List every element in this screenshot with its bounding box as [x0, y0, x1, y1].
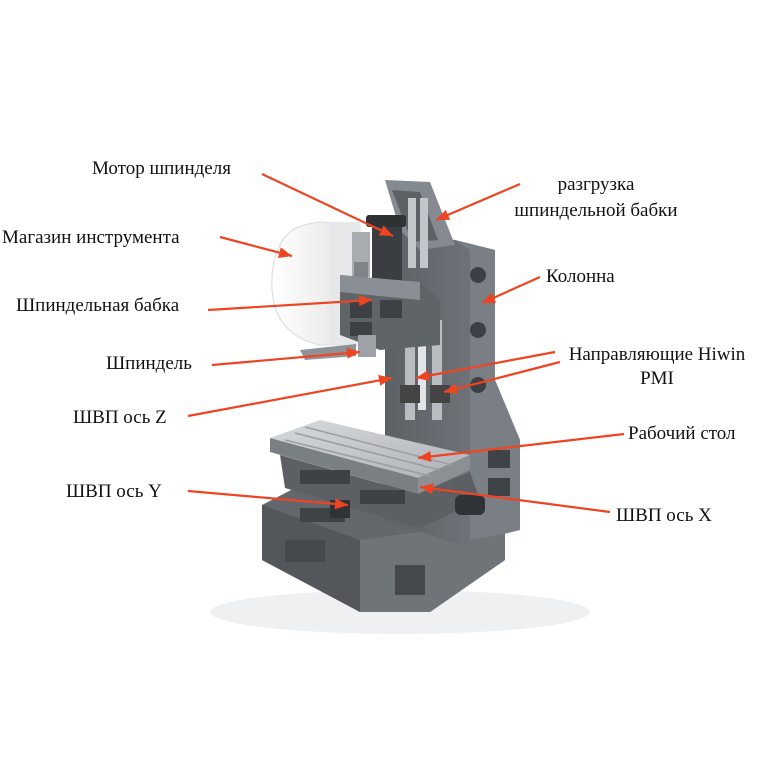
arrow-tool-magazine-head	[278, 247, 292, 259]
arrow-ballscrew-z-line	[187, 376, 393, 418]
arrow-ballscrew-x-line	[419, 485, 611, 514]
label-ballscrew-x: ШВП ось X	[616, 505, 712, 526]
label-guides: Направляющие Hiwin PMI	[552, 344, 762, 390]
arrow-counterweight-head	[436, 209, 451, 220]
arrow-ballscrew-z-head	[378, 374, 392, 386]
counterweight-frame	[385, 180, 455, 268]
label-spindle: Шпиндель	[106, 353, 192, 374]
arrow-ballscrew-x-head	[420, 483, 434, 495]
arrow-column-head	[482, 292, 497, 303]
headstock	[300, 275, 440, 360]
arrow-spindle-line	[211, 350, 361, 367]
arrow-guides-right-line	[443, 360, 561, 394]
label-ballscrew-y: ШВП ось Y	[66, 481, 162, 502]
arrow-spindle-head	[346, 347, 360, 359]
arrow-headstock-line	[207, 298, 373, 312]
label-headstock: Шпиндельная бабка	[16, 295, 180, 316]
label-headstock-counterweight-line2: шпиндельной бабки	[514, 200, 678, 221]
arrow-work-table-line	[417, 432, 625, 460]
arrow-headstock-head	[358, 295, 372, 307]
arrow-spindle-motor-line	[261, 173, 394, 237]
arrow-guides-z-left-head	[416, 370, 430, 382]
arrow-ballscrew-y-head	[334, 498, 348, 510]
label-spindle-motor: Мотор шпинделя	[92, 158, 231, 179]
arrow-guides-z-left-line	[415, 350, 556, 380]
arrow-guides-right-head	[444, 383, 458, 395]
annotation-arrows	[187, 173, 625, 514]
label-headstock-counterweight: разгрузка шпиндельной бабки	[496, 174, 696, 222]
arrow-work-table-head	[418, 451, 432, 462]
label-tool-magazine: Магазин инструмента	[2, 227, 180, 248]
label-work-table: Рабочий стол	[628, 423, 736, 444]
arrow-ballscrew-y-line	[187, 489, 349, 507]
label-ballscrew-z: ШВП ось Z	[73, 407, 167, 428]
label-column: Колонна	[546, 266, 615, 287]
arrow-counterweight-line	[435, 182, 521, 222]
label-guides-line2: PMI	[640, 368, 674, 389]
linear-guides	[400, 320, 450, 420]
label-headstock-counterweight-line1: разгрузка	[557, 174, 635, 195]
arrow-spindle-motor-head	[378, 225, 393, 236]
label-guides-line1: Направляющие Hiwin	[568, 344, 746, 365]
